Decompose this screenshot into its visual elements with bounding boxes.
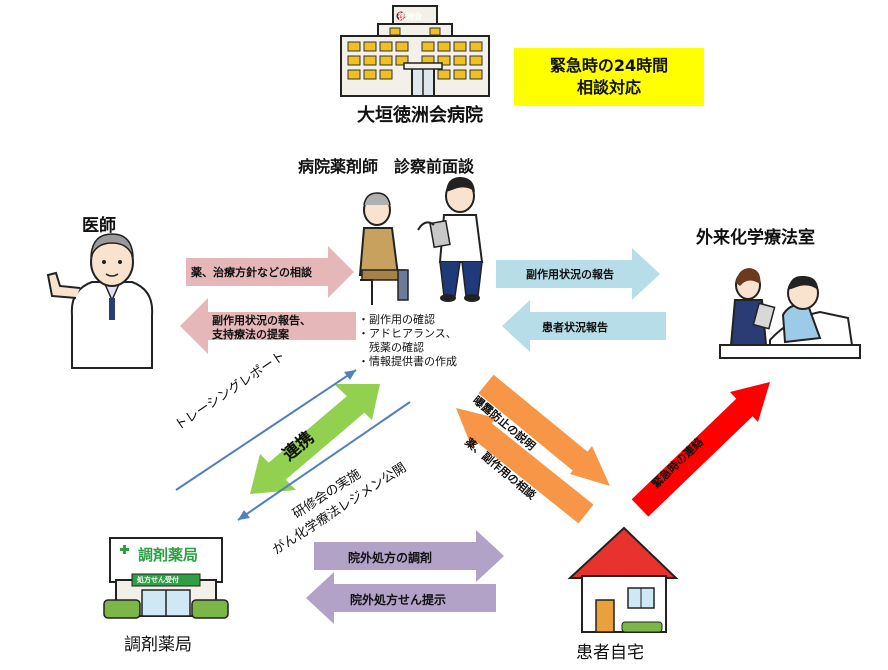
pharmacist-task-list: ・副作用の確認 ・アドヒアランス、 残薬の確認 ・情報提供書の作成 xyxy=(358,313,457,369)
hospital-sign: 徳洲会 xyxy=(398,12,422,21)
doctor-illustration xyxy=(46,233,154,369)
hospital-name: 大垣徳洲会病院 xyxy=(357,105,483,126)
label-from-doctor-1: 副作用状況の報告、 xyxy=(212,314,311,327)
chemotherapy-room-illustration xyxy=(719,268,861,359)
arrow-emergency-contact xyxy=(631,382,770,517)
arrow-from-home-prescription xyxy=(306,572,496,624)
pharmacy-label: 調剤薬局 xyxy=(124,635,192,655)
arrow-cooperation xyxy=(250,384,380,494)
task-item: 残薬の確認 xyxy=(358,341,424,354)
label-from-chemo-room: 患者状況報告 xyxy=(542,321,608,334)
emergency-callout-line2: 相談対応 xyxy=(576,78,641,97)
pharmacist-title: 病院薬剤師 診察前面談 xyxy=(298,157,475,176)
arrow-consultation-from-home xyxy=(456,408,594,524)
arrow-to-home-dispensing xyxy=(314,530,504,582)
arrow-to-chemo-room xyxy=(496,248,660,300)
label-to-doctor: 薬、治療方針などの相談 xyxy=(191,266,312,279)
tracing-report-line xyxy=(175,369,357,491)
training-line xyxy=(237,401,411,521)
doctor-label: 医師 xyxy=(82,216,116,236)
label-dispensing: 院外処方の調剤 xyxy=(348,551,433,565)
arrow-to-doctor-consultation xyxy=(186,246,354,298)
task-item: ・副作用の確認 xyxy=(358,313,435,326)
label-prescription: 院外処方せん提示 xyxy=(350,593,447,607)
emergency-callout: 緊急時の24時間 相談対応 xyxy=(514,48,704,106)
task-item: ・アドヒアランス、 xyxy=(358,327,457,340)
pharmacy-sign: 調剤薬局 xyxy=(138,546,199,564)
label-from-doctor-2: 支持療法の提案 xyxy=(212,328,289,341)
training-arrowhead xyxy=(238,510,250,520)
arrow-from-doctor-report xyxy=(180,298,356,354)
pharmacy-counter-sign: 処方せん受付 xyxy=(137,576,179,584)
task-item: ・情報提供書の作成 xyxy=(358,355,457,368)
arrow-from-chemo-room xyxy=(502,300,666,352)
pharmacy-storefront-icon xyxy=(103,537,229,619)
arrow-exposure-prevention xyxy=(478,374,610,486)
patient-house-icon xyxy=(567,526,679,633)
hospital-building-icon xyxy=(340,5,490,97)
home-label: 患者自宅 xyxy=(576,643,644,663)
emergency-callout-line1: 緊急時の24時間 xyxy=(549,56,669,75)
label-to-chemo-room: 副作用状況の報告 xyxy=(526,268,614,281)
pharmacist-consultation-illustration xyxy=(358,177,484,305)
chemo-room-label: 外来化学療法室 xyxy=(696,228,815,248)
tracing-report-arrowhead xyxy=(344,370,356,380)
